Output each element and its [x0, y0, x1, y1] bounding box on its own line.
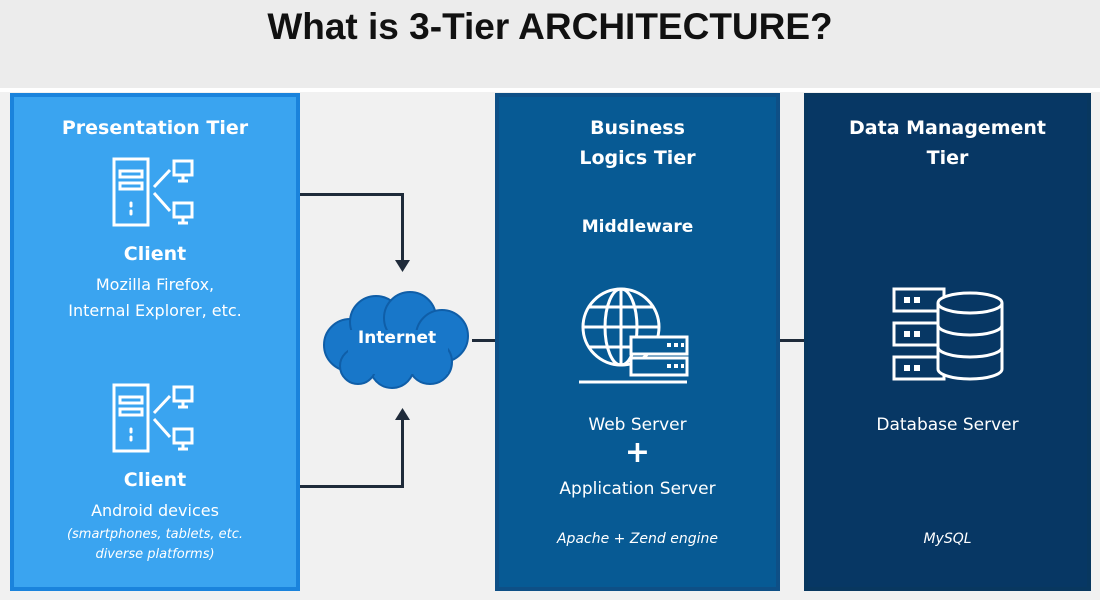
internet-label: Internet — [357, 328, 437, 348]
client-platforms-note1: (smartphones, tablets, etc. — [66, 527, 244, 542]
connector-bottom-horizontal — [300, 485, 404, 488]
connector-bottom-vertical — [401, 418, 404, 488]
client-label-1: Client — [123, 243, 187, 265]
business-tier-heading-line1: Business — [590, 117, 685, 139]
database-server-label: Database Server — [876, 415, 1019, 435]
application-server-label: Application Server — [559, 479, 716, 499]
presentation-tier-heading: Presentation Tier — [61, 117, 249, 139]
client-computer-icon — [112, 383, 194, 453]
plus-sign: + — [624, 435, 651, 470]
client-computer-icon — [112, 157, 194, 227]
client-browsers-line2: Internal Explorer, etc. — [68, 301, 242, 320]
data-tier-heading-line1: Data Management — [849, 117, 1046, 139]
data-tier-heading-line2: Tier — [926, 147, 969, 169]
business-stack-label: Apache + Zend engine — [556, 531, 719, 547]
arrow-up-icon — [395, 408, 410, 420]
data-stack-label: MySQL — [923, 531, 972, 547]
presentation-tier-panel: Presentation Tier Client Mozilla Firefox… — [10, 93, 300, 591]
arrow-down-icon — [395, 260, 410, 272]
business-tier-heading-line2: Logics Tier — [579, 147, 696, 169]
database-server-icon — [892, 287, 1004, 381]
connector-internet-business — [472, 339, 497, 342]
data-tier-panel: Data Management Tier Database Server MyS… — [804, 93, 1091, 591]
connector-business-data — [780, 339, 804, 342]
middleware-label: Middleware — [581, 217, 694, 237]
header-divider — [0, 88, 1100, 92]
connector-top-vertical — [401, 193, 404, 263]
cloud-icon — [323, 291, 469, 389]
client-platforms-note2: diverse platforms) — [95, 547, 215, 562]
client-android-line: Android devices — [91, 501, 219, 520]
business-tier-panel: Business Logics Tier Middleware Web Serv… — [495, 93, 780, 591]
header-bar: What is 3-Tier ARCHITECTURE? — [0, 0, 1100, 88]
web-server-icon — [579, 287, 689, 384]
connector-top-horizontal — [300, 193, 404, 196]
internet-cloud: Internet — [318, 290, 476, 390]
client-browsers-line1: Mozilla Firefox, — [95, 275, 215, 294]
client-label-2: Client — [123, 469, 187, 491]
web-server-label: Web Server — [588, 415, 687, 435]
page-title: What is 3-Tier ARCHITECTURE? — [267, 6, 833, 47]
